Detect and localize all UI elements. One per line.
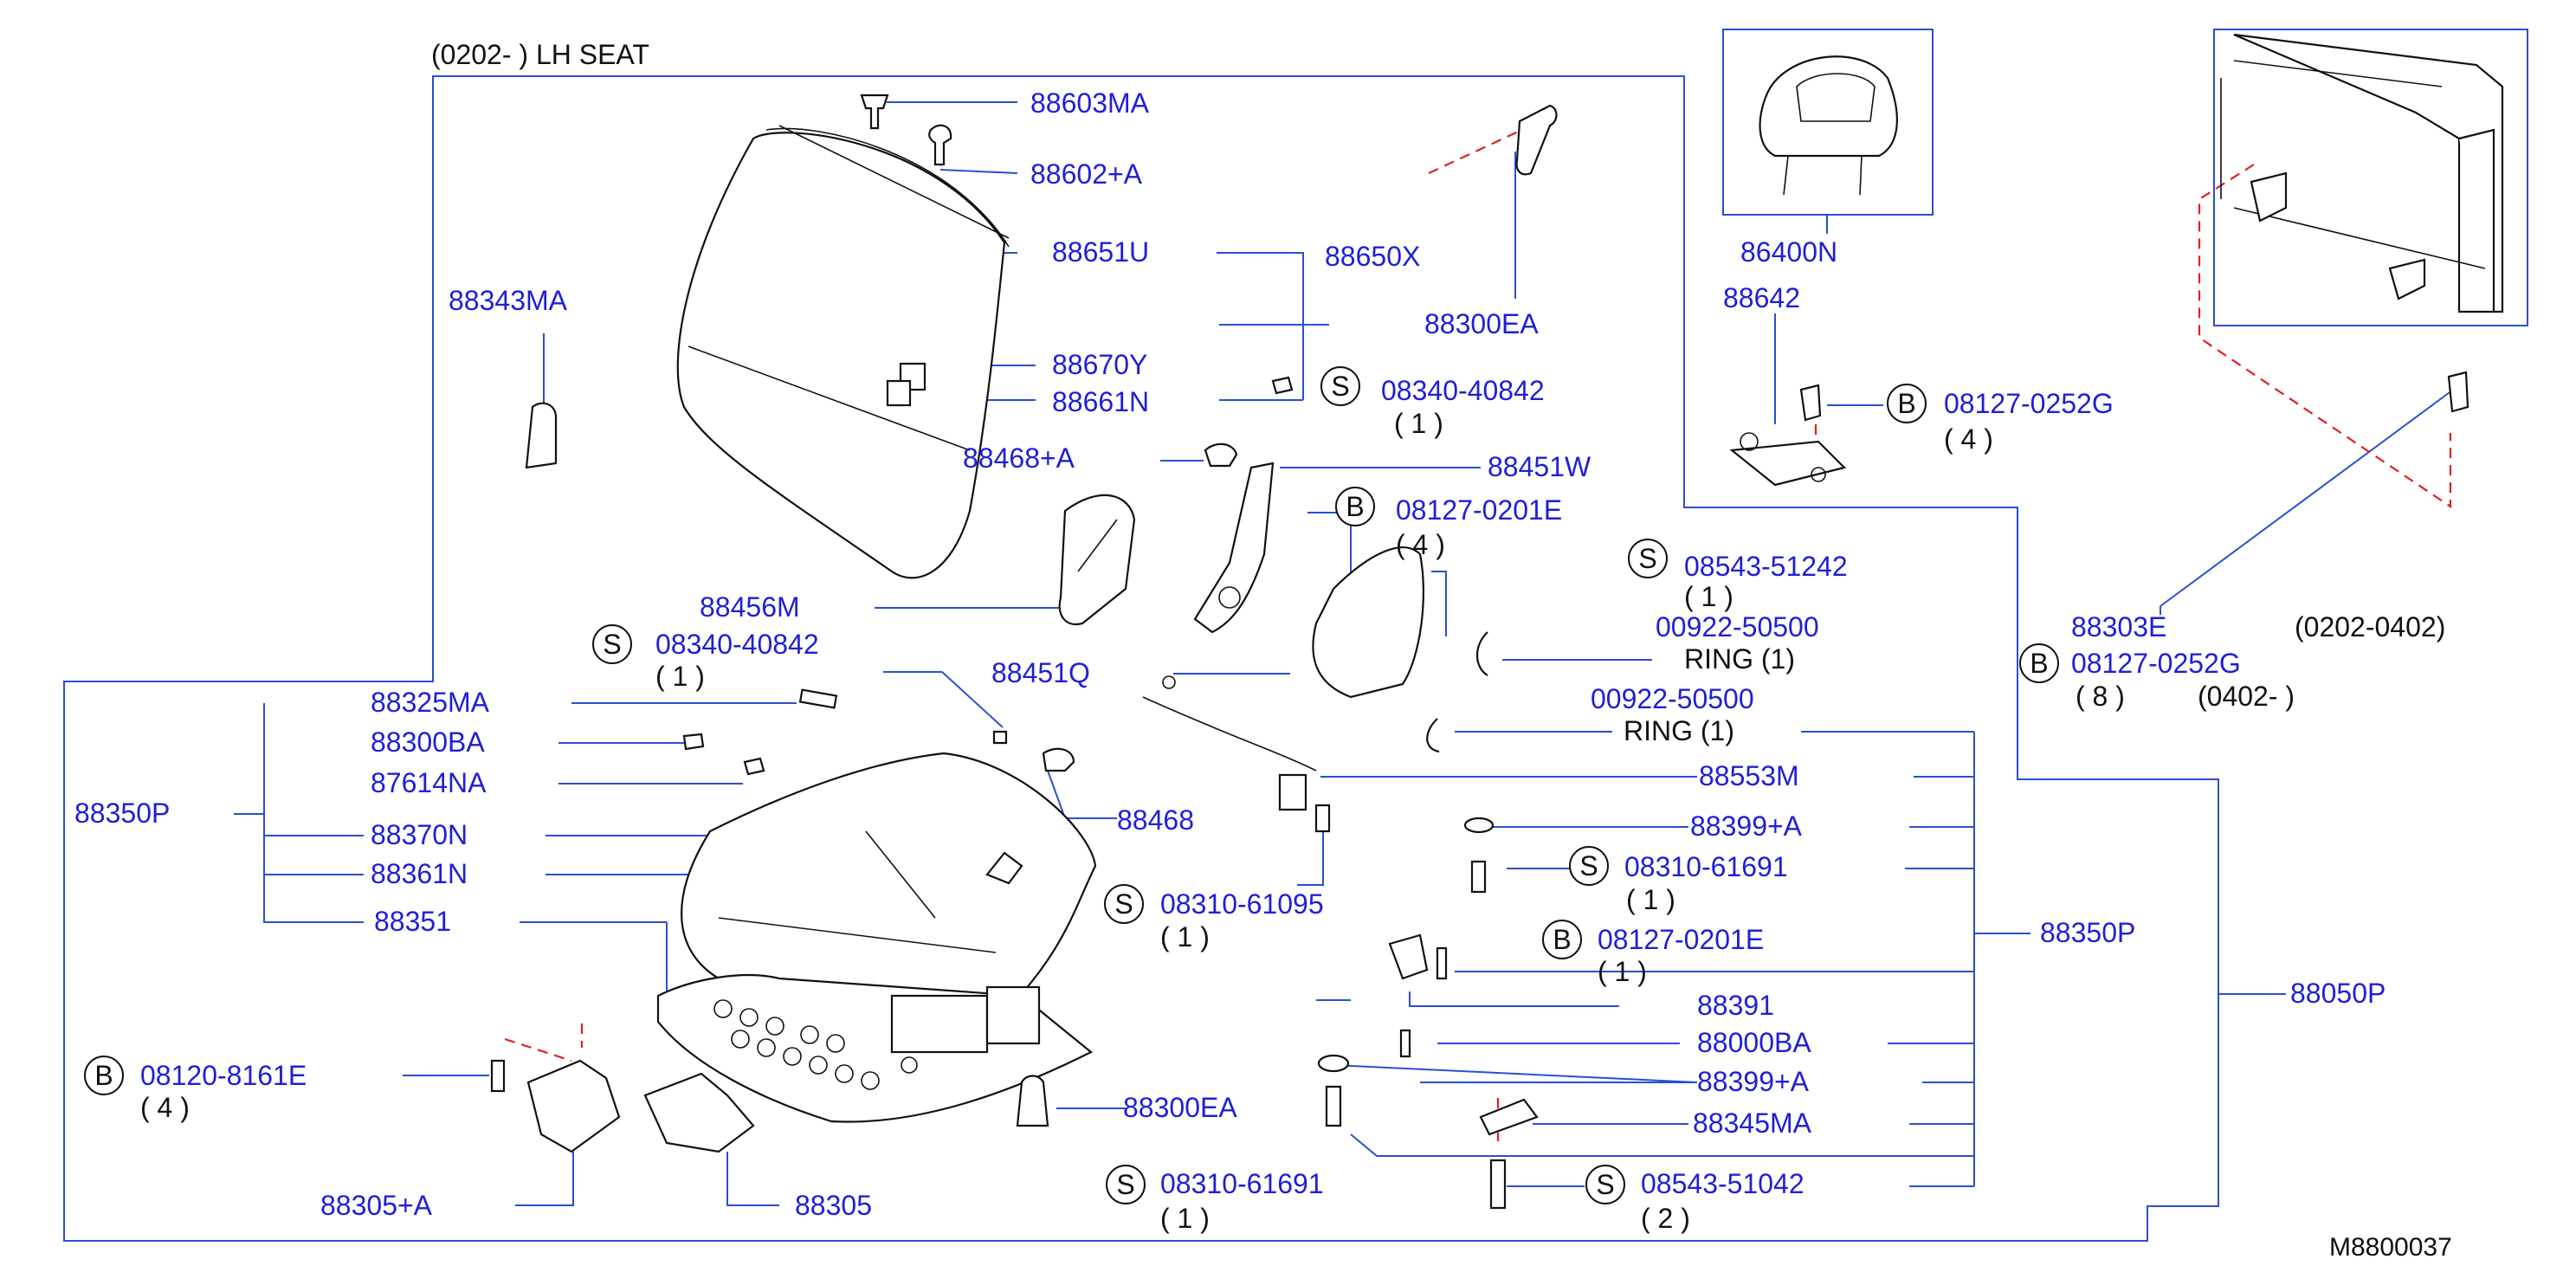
- part-label[interactable]: 08340-40842: [1381, 375, 1545, 406]
- part-label[interactable]: 88399+A: [1697, 1066, 1810, 1097]
- floor-mount-drawing: [2220, 33, 2504, 413]
- ring-label: RING (1): [1684, 643, 1795, 675]
- quantity-label: ( 4 ): [1396, 529, 1445, 560]
- part-label[interactable]: 88651U: [1052, 236, 1149, 268]
- ring-label: RING (1): [1624, 715, 1734, 746]
- part-label[interactable]: 08310-61095: [1160, 888, 1324, 920]
- part-label[interactable]: 08127-0252G: [1944, 388, 2114, 419]
- part-label[interactable]: 88670Y: [1052, 349, 1147, 380]
- part-label[interactable]: 08120-8161E: [140, 1060, 307, 1091]
- marker-b: B: [1897, 388, 1915, 419]
- part-label[interactable]: 00922-50500: [1591, 683, 1754, 714]
- part-label[interactable]: 88325MA: [371, 687, 490, 718]
- labels: (0202- ) LH SEAT M8800037 88603MA 88602+…: [74, 39, 2452, 1262]
- part-label[interactable]: 00922-50500: [1656, 611, 1819, 642]
- marker-b: B: [1346, 491, 1364, 522]
- part-label[interactable]: 08543-51042: [1641, 1168, 1804, 1199]
- part-label[interactable]: 88300EA: [1123, 1092, 1237, 1123]
- quantity-label: ( 1 ): [1684, 581, 1733, 612]
- part-label[interactable]: 88303E: [2071, 611, 2166, 642]
- seat-back-drawing: [676, 125, 1010, 579]
- part-label[interactable]: 88343MA: [449, 285, 568, 316]
- quantity-label: ( 8 ): [2076, 681, 2125, 712]
- part-label[interactable]: 08127-0201E: [1396, 494, 1562, 526]
- part-label[interactable]: 88468+A: [963, 442, 1075, 474]
- part-label[interactable]: 88351: [374, 906, 451, 937]
- quantity-label: ( 1 ): [1394, 408, 1443, 439]
- marker-b: B: [2030, 648, 2048, 679]
- marker-s: S: [1579, 850, 1598, 881]
- marker-s: S: [603, 629, 621, 660]
- part-label[interactable]: 86400N: [1740, 236, 1837, 268]
- quantity-label: ( 1 ): [655, 661, 705, 692]
- part-label[interactable]: 88305: [795, 1190, 872, 1221]
- marker-s: S: [1114, 888, 1133, 920]
- part-label[interactable]: 88399+A: [1690, 810, 1803, 842]
- part-label[interactable]: 08543-51242: [1684, 551, 1848, 582]
- part-label[interactable]: 88345MA: [1693, 1107, 1812, 1139]
- seat-cushion-drawing: [656, 752, 1097, 1123]
- part-label[interactable]: 88468: [1117, 804, 1194, 836]
- part-label[interactable]: 08340-40842: [655, 629, 819, 660]
- date-range-label: (0202-0402): [2295, 611, 2445, 642]
- part-label[interactable]: 88602+A: [1030, 158, 1143, 190]
- part-label[interactable]: 88350P: [2040, 917, 2135, 948]
- part-label[interactable]: 88553M: [1699, 760, 1799, 791]
- part-label[interactable]: 88456M: [700, 591, 800, 623]
- part-label[interactable]: 88300BA: [371, 726, 485, 758]
- part-label[interactable]: 88391: [1697, 990, 1774, 1021]
- part-label[interactable]: 08127-0201E: [1598, 924, 1764, 955]
- part-label[interactable]: 88642: [1723, 282, 1800, 313]
- part-label[interactable]: 08310-61691: [1624, 851, 1788, 882]
- part-label[interactable]: 88370N: [371, 819, 468, 850]
- part-label[interactable]: 88350P: [74, 797, 170, 829]
- diagram-code: M8800037: [2329, 1233, 2452, 1262]
- part-label[interactable]: 08310-61691: [1160, 1168, 1324, 1199]
- part-label[interactable]: 88305+A: [320, 1190, 433, 1221]
- quantity-label: ( 1 ): [1626, 884, 1675, 915]
- quantity-label: ( 1 ): [1160, 1203, 1210, 1234]
- marker-circles: S B S S S S B B S S B B: [84, 366, 2059, 1204]
- part-label[interactable]: 88661N: [1052, 386, 1149, 417]
- part-label[interactable]: 88603MA: [1030, 87, 1150, 119]
- part-label[interactable]: 08127-0252G: [2071, 648, 2241, 679]
- diagram-title: (0202- ) LH SEAT: [431, 39, 649, 70]
- marker-b: B: [94, 1060, 113, 1091]
- marker-s: S: [1638, 543, 1656, 574]
- marker-s: S: [1116, 1169, 1134, 1200]
- marker-s: S: [1596, 1169, 1614, 1200]
- marker-s: S: [1331, 371, 1349, 402]
- bracket-88642-drawing: [1729, 384, 1847, 487]
- part-label[interactable]: 88000BA: [1697, 1027, 1811, 1058]
- date-range-label: (0402- ): [2198, 681, 2295, 712]
- part-label[interactable]: 88050P: [2290, 978, 2386, 1009]
- quantity-label: ( 4 ): [1944, 423, 1993, 455]
- small-parts-drawing: [490, 94, 1558, 1210]
- part-label[interactable]: 88650X: [1325, 241, 1420, 272]
- part-label[interactable]: 88451W: [1488, 451, 1591, 482]
- quantity-label: ( 2 ): [1641, 1203, 1690, 1234]
- part-label[interactable]: 88451Q: [991, 657, 1090, 688]
- headrest-drawing: [1759, 55, 1898, 196]
- part-label[interactable]: 87614NA: [371, 767, 487, 798]
- part-label[interactable]: 88361N: [371, 858, 468, 889]
- marker-b: B: [1553, 924, 1571, 955]
- part-label[interactable]: 88300EA: [1424, 308, 1539, 339]
- quantity-label: ( 1 ): [1160, 921, 1210, 952]
- quantity-label: ( 1 ): [1598, 956, 1647, 987]
- quantity-label: ( 4 ): [140, 1092, 190, 1123]
